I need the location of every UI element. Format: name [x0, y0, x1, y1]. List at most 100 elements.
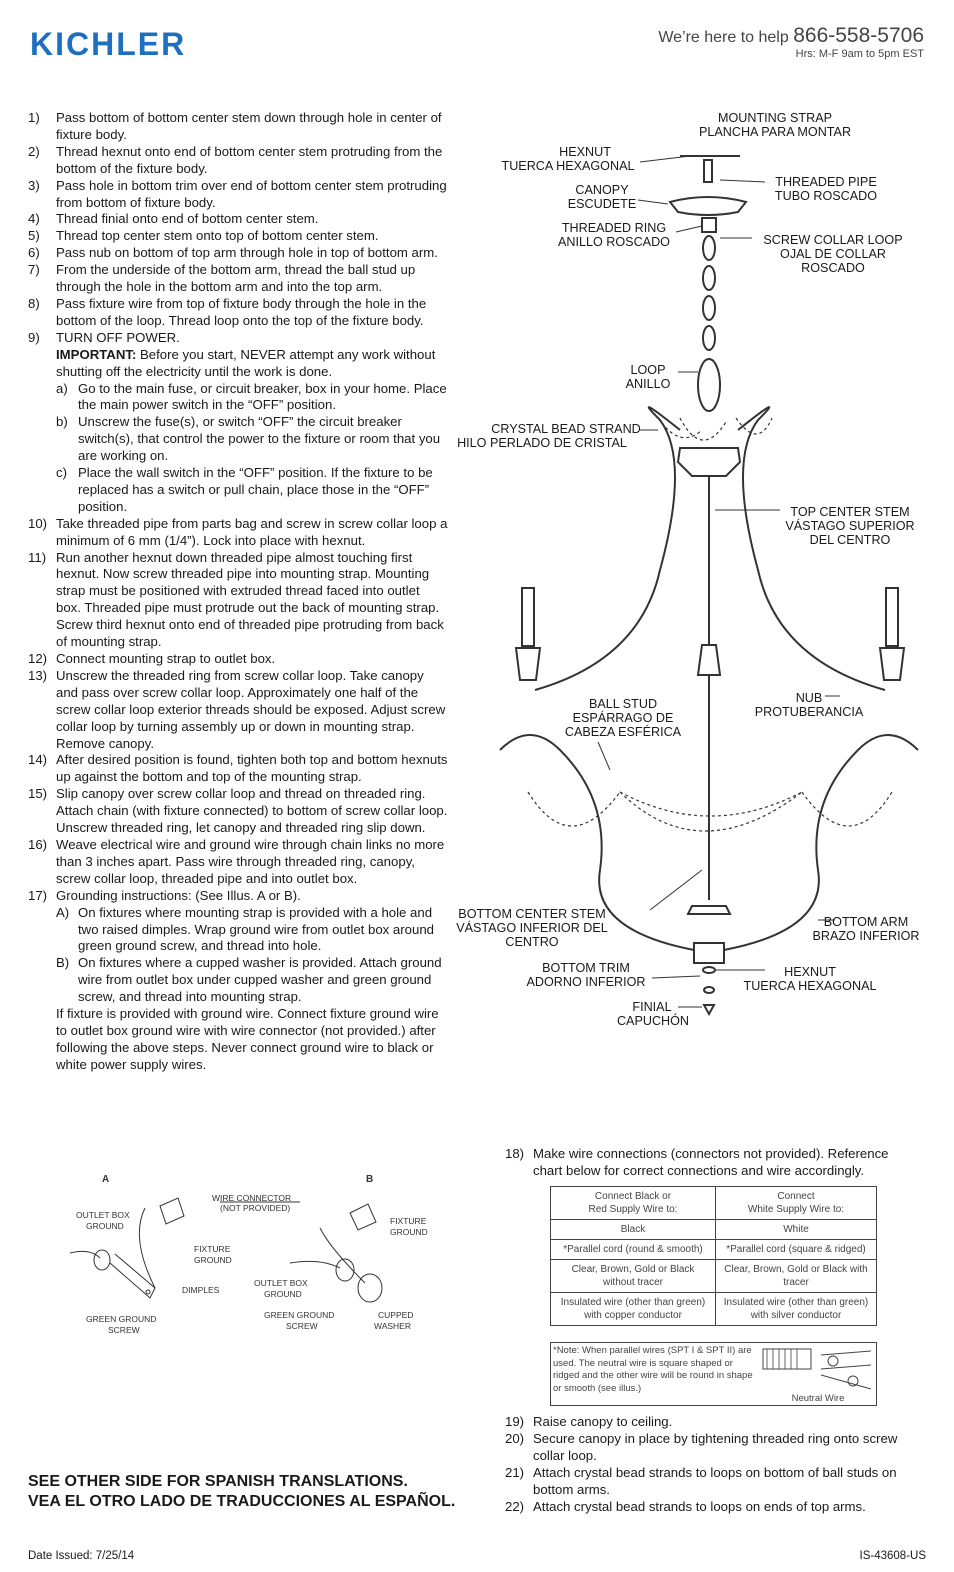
phone-number[interactable]: 866-558-5706	[793, 24, 924, 47]
a-outlet-label: OUTLET BOX	[76, 1210, 130, 1220]
step-9a: a)Go to the main fuse, or circuit breake…	[56, 380, 447, 413]
step-9c: c)Place the wall switch in the “OFF” pos…	[56, 465, 433, 514]
instructions-left: 1)Pass bottom of bottom center stem down…	[28, 110, 448, 1074]
chain-link	[702, 265, 716, 291]
wire-connector-note: (NOT PROVIDED)	[220, 1203, 290, 1213]
label-bottom-stem: BOTTOM CENTER STEM	[458, 907, 605, 921]
bottom-arm-left	[499, 734, 695, 951]
chain-link	[702, 235, 716, 261]
parallel-wire-note: *Note: When parallel wires (SPT I & SPT …	[550, 1342, 877, 1406]
kichler-logo: KICHLER	[30, 26, 187, 62]
label-capuchon: CAPUCHÓN	[617, 1013, 689, 1028]
a-outlet-label-2: GROUND	[86, 1221, 124, 1231]
b-screw-label-2: SCREW	[286, 1321, 318, 1331]
label-adorno: ADORNO INFERIOR	[527, 975, 646, 989]
step-7: 7)From the underside of the bottom arm, …	[28, 262, 416, 295]
b-washer-label-2: WASHER	[374, 1321, 411, 1331]
date-issued: Date Issued: 7/25/14	[28, 1550, 135, 1562]
fixture-body	[693, 942, 725, 964]
label-vastago-inf: VÁSTAGO INFERIOR DEL	[456, 920, 608, 935]
step-17b: B)On fixtures where a cupped washer is p…	[56, 955, 442, 1005]
hexnut-bottom	[703, 986, 715, 994]
a-dimples-label: DIMPLES	[182, 1285, 220, 1295]
help-contact: We’re here to help 866-558-5706 Hrs: M-F…	[658, 24, 924, 60]
step-19: 19)Raise canopy to ceiling.	[505, 1414, 673, 1429]
chain-link	[702, 325, 716, 351]
label-cabeza: CABEZA ESFÉRICA	[565, 724, 682, 739]
label-nub: NUB	[796, 691, 823, 705]
neutral-wire-illustration: Neutral Wire	[762, 1348, 872, 1403]
bead-strand	[619, 791, 803, 817]
label-tubo: TUBO ROSCADO	[775, 189, 877, 203]
step-13: 13)Unscrew the threaded ring from screw …	[28, 667, 446, 751]
cupped-washer-b	[357, 1273, 383, 1303]
b-outlet-label-2: GROUND	[264, 1289, 302, 1299]
step-9: 9)TURN OFF POWER.	[28, 329, 180, 345]
label-screw-collar: SCREW COLLAR LOOP	[763, 233, 902, 247]
label-plancha: PLANCHA PARA MONTAR	[699, 125, 851, 139]
cup-right	[878, 647, 906, 681]
label-vastago-sup: VÁSTAGO SUPERIOR	[785, 518, 914, 533]
label-crystal: CRYSTAL BEAD STRAND	[491, 422, 641, 436]
label-loop: LOOP	[631, 363, 666, 377]
label-finial: FINIAL	[632, 1000, 671, 1014]
a-fixture-label-2: GROUND	[194, 1255, 232, 1265]
outlet-ground-wire-a	[69, 1250, 101, 1259]
label-hilo: HILO PERLADO DE CRISTAL	[457, 436, 627, 450]
neutral-wire-label: Neutral Wire	[792, 1393, 845, 1403]
step-17: 17)Grounding instructions: (See Illus. A…	[28, 887, 301, 903]
smooth-wire	[820, 1350, 872, 1390]
label-hexnut: HEXNUT	[559, 145, 611, 159]
table-row: *Parallel cord (round & smooth)*Parallel…	[550, 1239, 877, 1260]
table-row: Insulated wire (other than green) with c…	[550, 1292, 877, 1326]
bead-strand	[801, 791, 893, 827]
ridged-wire	[762, 1348, 812, 1370]
threaded-ring	[701, 217, 717, 233]
spanish-translation-note: SEE OTHER SIDE FOR SPANISH TRANSLATIONS.…	[28, 1473, 456, 1510]
step-10: 10)Take threaded pipe from parts bag and…	[28, 515, 448, 548]
leader-bottom-stem	[649, 869, 703, 911]
step-16: 16)Weave electrical wire and ground wire…	[28, 836, 445, 886]
step-18: 18)Make wire connections (connectors not…	[505, 1146, 889, 1178]
label-threaded-ring: THREADED RING	[562, 221, 666, 235]
step-1: 1)Pass bottom of bottom center stem down…	[28, 110, 442, 142]
candle-right	[885, 587, 899, 647]
step-3: 3)Pass hole in bottom trim over end of b…	[28, 177, 447, 210]
a-fixture-label: FIXTURE	[194, 1244, 231, 1254]
b-fixture-label: FIXTURE	[390, 1216, 427, 1226]
step-9b: b)Unscrew the fuse(s), or switch “OFF” t…	[56, 414, 441, 464]
step-14: 14)After desired position is found, tigh…	[28, 752, 448, 785]
stem-joint	[696, 644, 722, 676]
hours: Hrs: M-F 9am to 5pm EST	[795, 48, 924, 60]
leader-canopy	[637, 199, 669, 205]
label-escudete: ESCUDETE	[568, 197, 637, 211]
b-fixture-label-2: GROUND	[390, 1227, 428, 1237]
ground-wire-note: If fixture is provided with ground wire.…	[56, 1006, 439, 1072]
threaded-pipe	[703, 159, 713, 183]
finial	[702, 1004, 716, 1017]
step-11: 11)Run another hexnut down threaded pipe…	[28, 549, 444, 650]
label-roscado: ROSCADO	[801, 261, 865, 275]
loop	[697, 358, 721, 412]
a-screw-label-2: SCREW	[108, 1325, 140, 1335]
a-screw-label: GREEN GROUND	[86, 1314, 156, 1324]
leader-pipe	[719, 179, 766, 183]
step-17a: A)On fixtures where mounting strap is pr…	[56, 904, 434, 954]
bead-strand	[735, 417, 773, 435]
bottom-trim	[702, 966, 716, 974]
top-arm-left	[534, 406, 681, 691]
label-protuberancia: PROTUBERANCIA	[755, 705, 864, 719]
label-esparrago: ESPÁRRAGO DE	[573, 710, 674, 725]
stem-collar	[686, 905, 732, 915]
label-bottom-trim: BOTTOM TRIM	[542, 961, 630, 975]
bead-strand	[657, 417, 703, 439]
label-tuerca-bottom: TUERCA HEXAGONAL	[744, 979, 877, 993]
document-code: IS-43608-US	[859, 1550, 926, 1562]
leader-ball-stud	[597, 741, 611, 771]
leader-ring	[675, 225, 703, 233]
grounding-illustration: A B WIRE CONNECTOR (NOT PROVIDED) OUTLET…	[69, 1174, 428, 1335]
wire-connector-a	[159, 1197, 185, 1225]
